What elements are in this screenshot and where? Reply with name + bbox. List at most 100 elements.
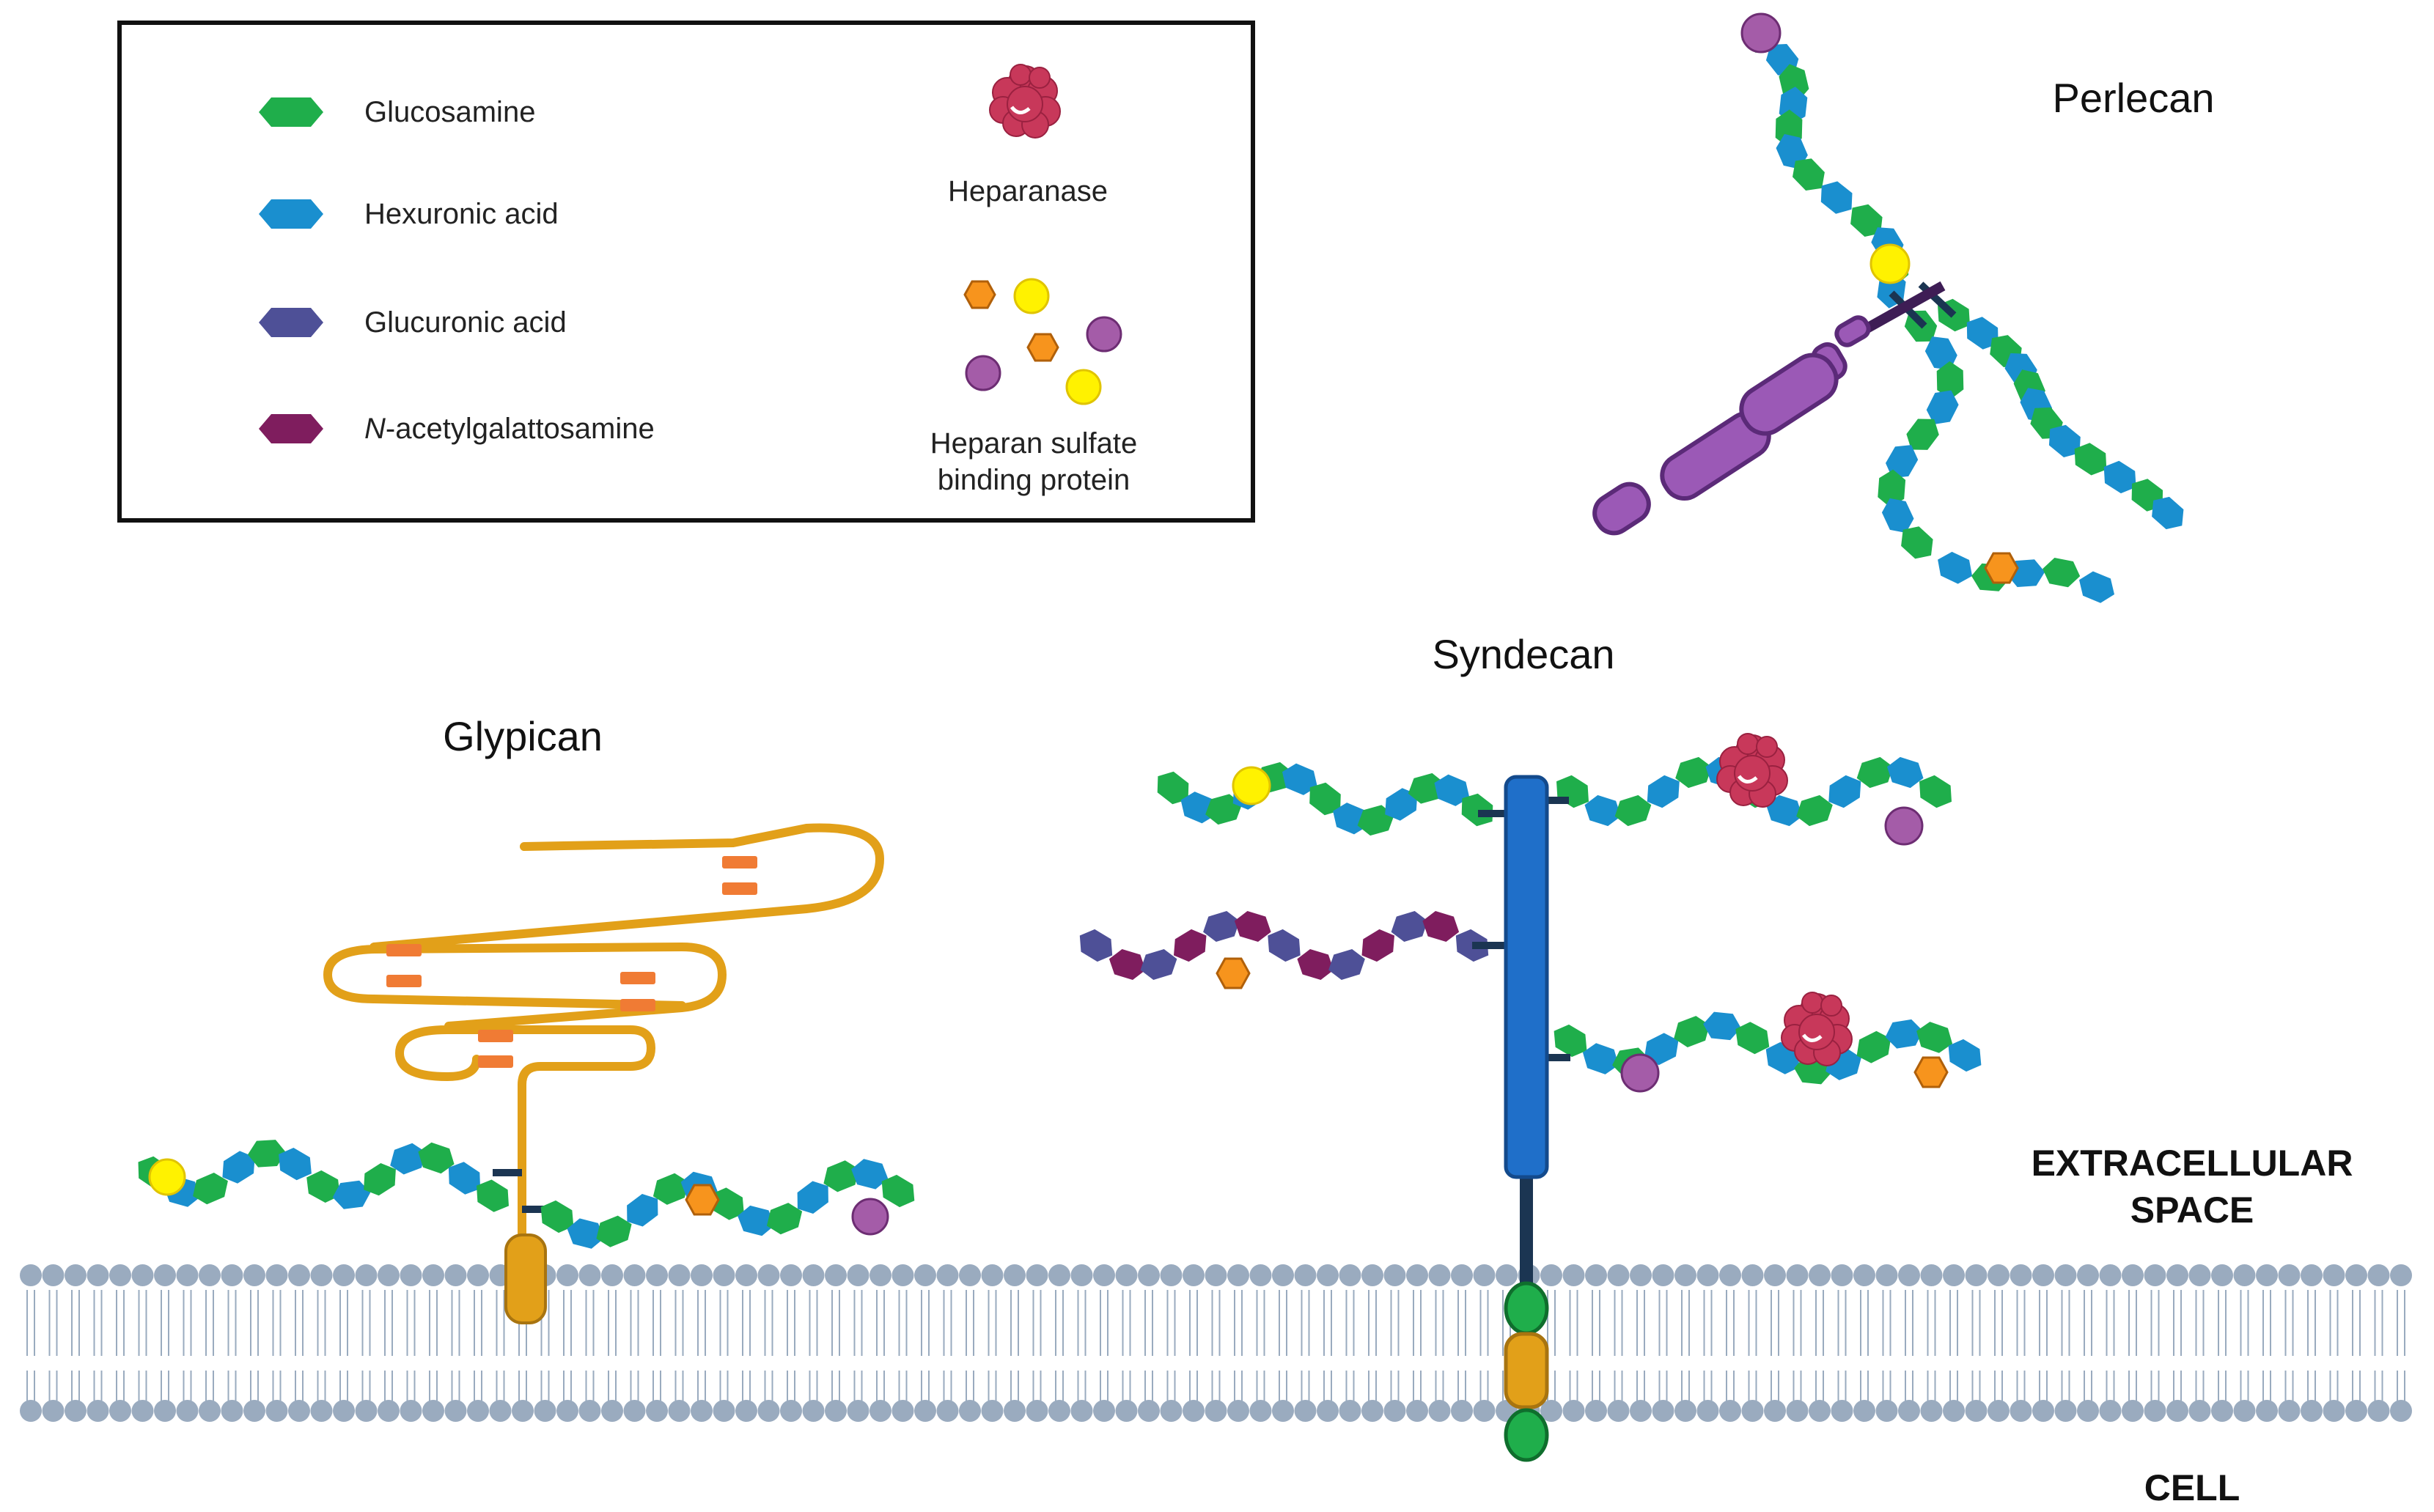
sugar-hexagon	[540, 1200, 574, 1233]
yellow-circle-icon	[1232, 766, 1271, 805]
sugar-hexagon	[1385, 788, 1418, 821]
sugar-hexagon	[596, 1215, 632, 1247]
sugar-hexagon	[1422, 911, 1460, 942]
orange-hexagon-icon	[1913, 1056, 1949, 1088]
sugar-hexagon	[1878, 469, 1906, 508]
extracellular-space-label-line1: EXTRACELLULAR	[2032, 1143, 2353, 1184]
sugar-hexagon	[851, 1159, 889, 1190]
glypican-core-protein	[323, 823, 884, 1243]
sugar-hexagon	[1309, 782, 1341, 816]
legend-label-heparanase: Heparanase	[948, 175, 1108, 207]
syndecan-chain-2	[1079, 911, 1489, 980]
sugar-hexagon	[248, 1140, 286, 1168]
sugar-hexagon	[1820, 181, 1853, 214]
yellow-circle-icon	[1013, 278, 1050, 314]
syndecan	[1079, 733, 1982, 1462]
heparanase-icon	[1716, 733, 1788, 808]
sugar-hexagon	[2074, 443, 2107, 476]
sugar-hexagon	[390, 1143, 426, 1175]
orange-hexagon-icon	[1984, 552, 2019, 584]
sugar-hexagon	[2079, 571, 2114, 603]
sugar-hexagon	[1675, 756, 1712, 789]
sugar-hexagon	[1282, 763, 1317, 795]
sugar-hexagon	[193, 1173, 228, 1205]
sugar-hexagon	[1886, 445, 1919, 479]
sugar-hexagon	[1936, 361, 1964, 399]
legend-item-glucosamine: Glucosamine	[259, 96, 535, 128]
sugar-hexagon	[1948, 1039, 1982, 1072]
sugar-hexagon	[448, 1162, 481, 1195]
sugar-hexagon	[1887, 756, 1924, 789]
sugar-hexagon	[627, 1194, 658, 1227]
sugar-hexagon	[1735, 1022, 1770, 1055]
orange-hexagon-icon	[1026, 333, 1059, 362]
sugar-hexagon	[1361, 929, 1394, 962]
cell-membrane-bilayer	[20, 1264, 2412, 1422]
sugar-hexagon	[1554, 1024, 1587, 1058]
purple-circle-icon	[1740, 12, 1782, 54]
n-acetylgalactosamine-hexagon-icon	[259, 414, 323, 443]
syndecan-transmembrane-domain	[1504, 1332, 1549, 1409]
legend-label-hexuronic-acid: Hexuronic acid	[364, 198, 559, 230]
hexuronic-acid-hexagon-icon	[259, 199, 323, 229]
sugar-hexagon	[1796, 794, 1833, 827]
sugar-hexagon	[567, 1218, 604, 1249]
orange-hexagon-icon	[963, 280, 996, 309]
sugar-hexagon	[1901, 526, 1933, 559]
sugar-hexagon	[2048, 424, 2081, 457]
sugar-hexagon	[2103, 460, 2136, 494]
sugar-hexagon	[1174, 929, 1207, 962]
sugar-hexagon	[1856, 756, 1894, 789]
syndecan-chain-1-left	[1157, 761, 1493, 836]
sugar-hexagon	[1766, 794, 1803, 827]
legend-item-glucuronic-acid: Glucuronic acid	[259, 306, 567, 339]
extracellular-space-label-line2: SPACE	[2130, 1190, 2254, 1231]
sugar-hexagon	[1906, 418, 1939, 450]
sugar-hexagon	[652, 1173, 689, 1205]
sugar-hexagon	[1856, 1030, 1891, 1063]
sugar-hexagon	[1328, 949, 1365, 980]
sugar-hexagon	[711, 1187, 744, 1220]
sugar-hexagon	[1584, 794, 1621, 827]
legend-label-glucosamine: Glucosamine	[364, 96, 535, 128]
sugar-hexagon	[1157, 771, 1189, 805]
syndecan-hs-chains	[1079, 733, 1982, 1093]
perlecan-core-protein	[1592, 281, 1946, 536]
disulfide-bridges	[386, 856, 757, 1068]
legend-label-suffix: -acetylgalattosamine	[386, 413, 655, 445]
sugar-hexagon	[1828, 775, 1861, 808]
sugar-hexagon	[1674, 1016, 1710, 1047]
sugar-hexagon	[1885, 1019, 1923, 1049]
yellow-circle-icon	[1869, 243, 1911, 284]
sugar-hexagon	[332, 1180, 371, 1209]
hs-binding-protein-icons	[963, 278, 1122, 405]
orange-hexagon-icon	[1216, 957, 1251, 989]
heparanase-icon	[989, 64, 1061, 139]
sugar-hexagon	[1079, 929, 1113, 962]
syndecan-cytoplasmic-domain	[1504, 1408, 1549, 1462]
sugar-hexagon	[1647, 775, 1680, 808]
sugar-hexagon	[1582, 1043, 1619, 1074]
sugar-hexagon	[881, 1174, 915, 1208]
syndecan-title: Syndecan	[1432, 631, 1614, 677]
sugar-hexagon	[1644, 1033, 1679, 1066]
sugar-hexagon	[1916, 1022, 1953, 1053]
perlecan-title: Perlecan	[2052, 75, 2214, 121]
legend-label-binding-protein-line2: binding protein	[938, 464, 1130, 496]
perlecan-lower-chain	[1878, 310, 2114, 603]
sugar-hexagon	[1434, 774, 1470, 806]
glypican-gpi-anchor	[504, 1233, 547, 1324]
orange-hexagon-icon	[685, 1184, 720, 1216]
purple-circle-icon	[1884, 806, 1924, 846]
sugar-hexagon	[2152, 496, 2184, 530]
sugar-hexagon	[306, 1170, 340, 1203]
sugar-hexagon	[477, 1179, 509, 1212]
syndecan-core-protein	[1504, 775, 1549, 1179]
purple-circle-icon	[965, 355, 1001, 391]
sugar-hexagon	[1926, 390, 1959, 424]
legend: Glucosamine Hexuronic acid Glucuronic ac…	[117, 21, 1255, 523]
sugar-hexagon	[1966, 317, 1999, 350]
sugar-hexagon	[418, 1142, 455, 1174]
perlecan	[1592, 12, 2184, 603]
